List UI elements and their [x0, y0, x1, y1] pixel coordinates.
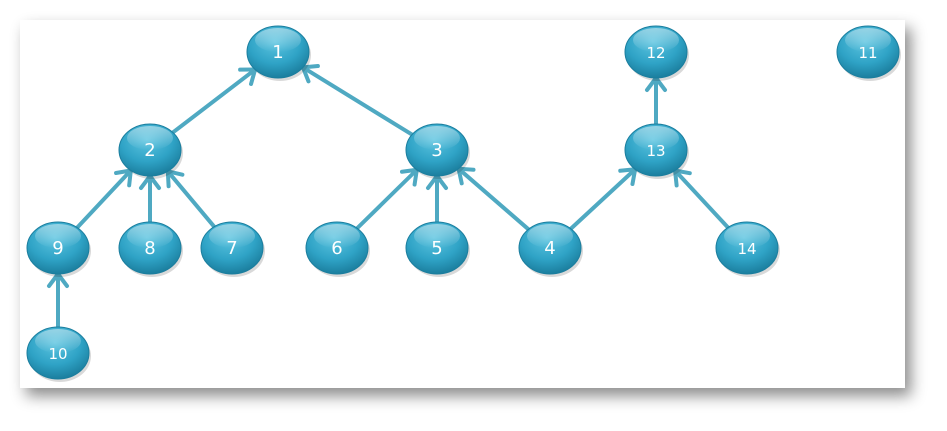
node-label: 12 — [646, 44, 665, 62]
edge-14-to-13 — [673, 168, 730, 230]
node-12[interactable]: 12 — [624, 25, 689, 81]
node-label: 9 — [52, 238, 63, 259]
node-6[interactable]: 6 — [305, 221, 370, 277]
node-8[interactable]: 8 — [118, 221, 183, 277]
edge-6-to-3 — [355, 167, 419, 231]
node-2[interactable]: 2 — [118, 123, 183, 179]
node-4[interactable]: 4 — [518, 221, 583, 277]
diagram-canvas — [20, 20, 905, 388]
node-label: 10 — [48, 345, 67, 363]
edge-9-to-2 — [75, 168, 133, 230]
node-label: 6 — [331, 238, 342, 259]
node-label: 2 — [144, 140, 155, 161]
edge-4-to-3 — [456, 166, 531, 232]
node-1[interactable]: 1 — [246, 25, 311, 81]
node-label: 5 — [431, 238, 442, 259]
node-13[interactable]: 13 — [624, 123, 689, 179]
node-label: 8 — [144, 238, 155, 259]
node-label: 4 — [544, 238, 555, 259]
node-10[interactable]: 10 — [26, 326, 91, 382]
edge-5-to-3 — [426, 174, 448, 224]
edge-2-to-1 — [170, 67, 258, 135]
edge-7-to-2 — [165, 169, 217, 229]
node-label: 13 — [646, 142, 665, 160]
node-14[interactable]: 14 — [715, 221, 780, 277]
node-11[interactable]: 11 — [836, 25, 901, 81]
edge-13-to-12 — [645, 76, 667, 126]
node-label: 1 — [272, 42, 283, 63]
node-label: 7 — [226, 238, 237, 259]
node-7[interactable]: 7 — [200, 221, 265, 277]
edge-3-to-1 — [300, 64, 415, 137]
node-3[interactable]: 3 — [405, 123, 470, 179]
edge-8-to-2 — [139, 174, 161, 224]
node-5[interactable]: 5 — [405, 221, 470, 277]
node-label: 14 — [737, 240, 756, 258]
node-9[interactable]: 9 — [26, 221, 91, 277]
node-label: 3 — [431, 140, 442, 161]
edge-4-to-13 — [568, 167, 638, 231]
node-label: 11 — [858, 44, 877, 62]
edge-10-to-9 — [47, 272, 69, 329]
